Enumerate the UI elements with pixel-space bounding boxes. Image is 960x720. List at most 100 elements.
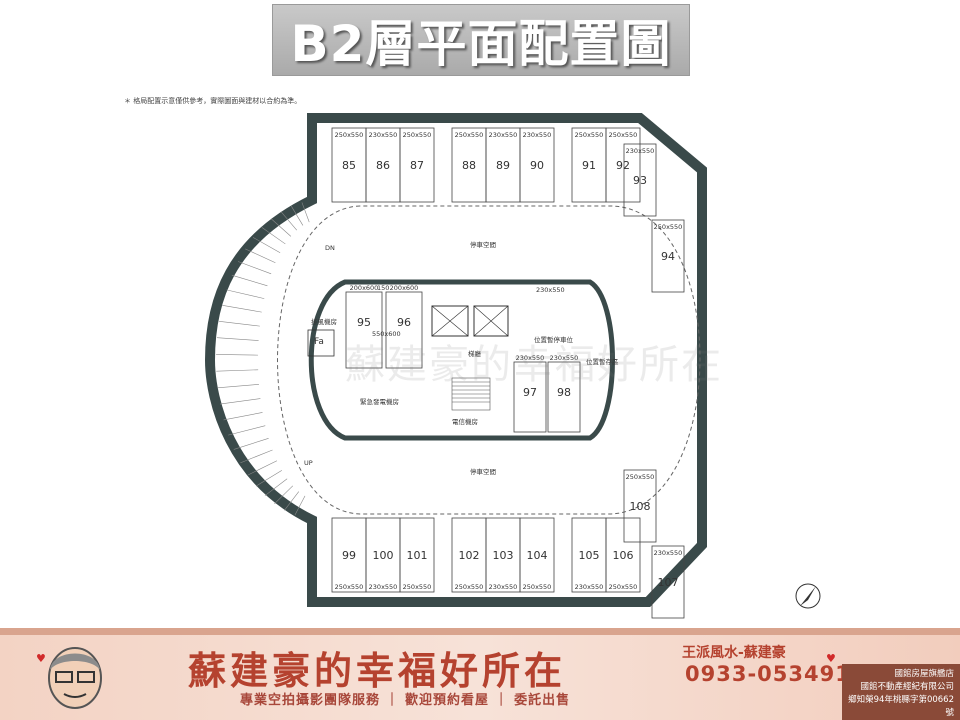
elevator-1: [431, 305, 469, 337]
parking-slot-number: 97: [523, 386, 537, 399]
ramp-line: [216, 354, 259, 356]
parking-area-label-bottom: 停車空間: [470, 467, 496, 476]
ramp-line: [240, 449, 273, 464]
watermark: 蘇建豪的幸福好所在: [345, 342, 723, 388]
ramp-line: [217, 384, 259, 389]
telecom-room-label: 電信機房: [452, 417, 478, 426]
ramp-line: [219, 320, 260, 327]
ramp-line: [233, 438, 269, 450]
parking-slot-number: 103: [493, 549, 514, 562]
ramp-line: [261, 227, 286, 245]
parking-slot: [399, 127, 435, 203]
ramp-line: [247, 460, 278, 476]
parking-slot-number: 106: [613, 549, 634, 562]
floor-plan: 85250x55086230x55087250x55088250x5508923…: [204, 113, 821, 619]
services-tagline: 專業空拍攝影團隊服務 ｜ 歡迎預約看屋 ｜ 委託出售: [240, 693, 571, 708]
ramp-line: [219, 398, 261, 405]
fa-label: Fa: [314, 337, 324, 347]
fa-box: [307, 329, 335, 357]
agent-phone[interactable]: 0933-053491: [685, 662, 851, 686]
parking-slot: [513, 361, 547, 433]
parking-slot-size: 250x550: [575, 131, 604, 139]
agent-avatar-icon: [48, 647, 102, 709]
parking-slot: [623, 469, 657, 543]
parking-slot-size: 230x550: [489, 131, 518, 139]
parking-slot-number: 85: [342, 159, 356, 172]
parking-area-label-top: 停車空間: [470, 240, 496, 249]
ramp-line: [222, 304, 262, 313]
central-core: [308, 279, 615, 441]
parking-slot-size: 250x550: [654, 223, 683, 231]
parking-slot: [345, 291, 383, 369]
parking-slot-number: 90: [530, 159, 544, 172]
company-line-3: 鄉知榮94年桃縣字第00662號: [848, 695, 954, 718]
parking-slot-number: 87: [410, 159, 424, 172]
company-line-1: 國館房屋旗艦店: [894, 669, 954, 679]
ramp-line: [294, 495, 306, 516]
parking-slot-size: 230x550: [523, 131, 552, 139]
parking-slot-number: 92: [616, 159, 630, 172]
parking-slot-size: 200x600: [350, 284, 379, 292]
company-line-2: 國館不動產經紀有限公司: [860, 682, 954, 692]
footer-banner: ♥ ♥ 蘇建豪的幸福好所在 專業空拍攝影團隊服務 ｜ 歡迎預約看屋 ｜ 委託出售…: [0, 628, 960, 720]
ramp-line: [284, 491, 300, 511]
ramp-line: [245, 248, 276, 264]
ramp-line: [216, 337, 259, 341]
ramp-line: [237, 261, 272, 275]
parking-slot-size: 250x550: [335, 583, 364, 591]
ramp-line: [301, 202, 310, 223]
parking-slot-number: 104: [527, 549, 548, 562]
disclaimer-note: ＊ 格局配置示意僅供參考，實際圖面與建材以合約為準。: [124, 97, 302, 105]
heart-icon: ♥: [826, 652, 836, 665]
ramp-line: [228, 425, 266, 436]
parking-slot-number: 107: [658, 576, 679, 589]
parking-slot-size: 250x550: [455, 583, 484, 591]
elevator-hall-label: 梯廳: [468, 349, 482, 358]
ramp-line: [223, 412, 263, 421]
parking-slot: [651, 545, 685, 619]
dim-150-label: 150: [377, 284, 389, 292]
parking-slot: [623, 143, 657, 217]
heart-icon: ♥: [36, 652, 46, 665]
parking-slot-size: 230x550: [369, 131, 398, 139]
parking-slot-number: 88: [462, 159, 476, 172]
parking-slot-size: 250x550: [455, 131, 484, 139]
top-parking-row: 85250x55086230x55087250x55088250x5508923…: [331, 127, 641, 203]
staircase: [451, 377, 491, 411]
parking-slot-size: 230x550: [489, 583, 518, 591]
ramp-line: [274, 485, 294, 505]
company-info: 國館房屋旗艦店 國館不動產經紀有限公司 鄉知榮94年桃縣字第00662號: [842, 664, 960, 720]
ramp-line: [291, 206, 304, 226]
parking-slot-number: 108: [630, 500, 651, 513]
parking-slot-number: 96: [397, 316, 411, 329]
parking-slot-number: 94: [661, 250, 675, 263]
parking-slot-number: 89: [496, 159, 510, 172]
ramp-line: [280, 211, 298, 231]
ramp-line: [231, 274, 268, 287]
parking-slot-number: 98: [557, 386, 571, 399]
parking-slot-number: 93: [633, 174, 647, 187]
elevator-2: [473, 305, 509, 337]
ramp: [216, 202, 310, 516]
parking-slot-number: 95: [357, 316, 371, 329]
generator-room-label: 緊急發電機房: [360, 397, 399, 406]
dim-550x600-label: 550x600: [372, 330, 401, 338]
ramp-line: [253, 237, 281, 254]
parking-slot: [385, 291, 423, 369]
parking-slot-size: 230x550: [550, 354, 579, 362]
parking-slot-size: 200x600: [390, 284, 419, 292]
parking-slot-size: 230x550: [516, 354, 545, 362]
parking-slot: [605, 517, 641, 593]
exhaust-room-label: 排風機房: [311, 317, 337, 326]
agent-name: 王派風水-蘇建豪: [682, 645, 786, 661]
parking-slot: [399, 517, 435, 593]
driveway-loop: [277, 205, 701, 515]
parking-slot-size: 230x550: [654, 549, 683, 557]
parking-slot-size: 250x550: [523, 583, 552, 591]
storage-area-label: 位置暫存區: [586, 357, 619, 366]
parking-slot-number: 102: [459, 549, 480, 562]
parking-slot-number: 101: [407, 549, 428, 562]
parking-slot: [519, 517, 555, 593]
parking-slot-number: 100: [373, 549, 394, 562]
